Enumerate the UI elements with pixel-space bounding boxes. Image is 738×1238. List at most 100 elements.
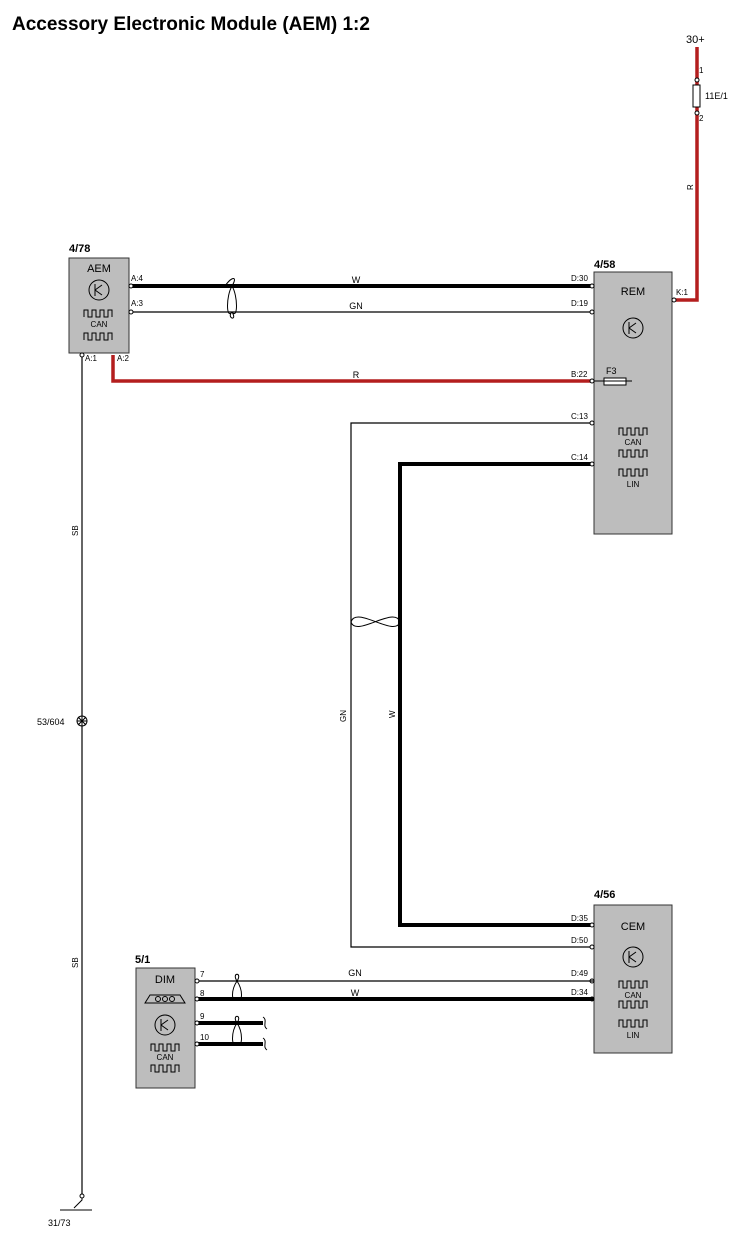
rem-lin-wave-icon xyxy=(618,468,648,477)
fuse-11e1-label: 11E/1 xyxy=(705,91,728,101)
cem-pin-d49: D:49 xyxy=(571,969,588,978)
dim-pin-8: 8 xyxy=(200,989,205,998)
cem-name: CEM xyxy=(621,921,645,933)
wire-break-icon xyxy=(262,1037,268,1051)
ground-label: 31/73 xyxy=(48,1218,71,1228)
pin-dot xyxy=(79,352,85,358)
rem-pin-b22: B:22 xyxy=(571,370,588,379)
rem-module-box xyxy=(593,271,673,535)
ground-wire-upper-label: SB xyxy=(71,525,80,536)
cem-ref: 4/56 xyxy=(594,889,615,901)
wire-rem-cem-w xyxy=(398,462,594,927)
pin-dot xyxy=(194,1041,200,1047)
fuse-pin1-label: 1 xyxy=(699,66,704,75)
aem-can-wave-icon xyxy=(83,309,113,318)
twisted-pair-dim-symbol xyxy=(232,973,242,1001)
cem-transistor-icon xyxy=(622,946,644,968)
fuse-pin1-dot xyxy=(694,77,700,83)
diagram-title: Accessory Electronic Module (AEM) 1:2 xyxy=(12,14,370,35)
aem-can-label: CAN xyxy=(91,320,108,329)
cem-pin-d35: D:35 xyxy=(571,914,588,923)
pin-dot xyxy=(589,922,595,928)
wire-vertical-gn-label: GN xyxy=(339,710,348,722)
pin-dot xyxy=(671,297,677,303)
aem-module-box xyxy=(68,257,130,354)
aem-pin-a2: A:2 xyxy=(117,354,130,363)
fuse-11e1-symbol xyxy=(692,84,701,108)
splice-label: 53/604 xyxy=(37,717,65,727)
rem-can-wave2-icon xyxy=(618,449,648,458)
ground-wire-lower-label: SB xyxy=(71,957,80,968)
wire-aem-rem-w-label: W xyxy=(352,275,361,285)
wire-rem-cem-gn xyxy=(350,422,594,948)
aem-transistor-icon xyxy=(88,279,110,301)
wire-break-icon xyxy=(262,1016,268,1030)
pin-dot xyxy=(589,378,595,384)
aem-pin-a3: A:3 xyxy=(131,299,144,308)
cem-pin-d50: D:50 xyxy=(571,936,588,945)
rem-can-label: CAN xyxy=(625,438,642,447)
cem-lin-wave-icon xyxy=(618,1019,648,1028)
cem-lin-label: LIN xyxy=(627,1031,640,1040)
dim-pin-9: 9 xyxy=(200,1012,205,1021)
rem-ref: 4/58 xyxy=(594,259,615,271)
wire-vertical-w-label: W xyxy=(388,710,397,718)
aem-pin-a1: A:1 xyxy=(85,354,98,363)
pin-dot xyxy=(589,283,595,289)
pin-dot xyxy=(194,996,200,1002)
fuse-pin2-label: 2 xyxy=(699,114,704,123)
pin-dot xyxy=(589,461,595,467)
dim-name: DIM xyxy=(155,974,175,986)
wire-aem-rem-r-label: R xyxy=(353,370,360,380)
pin-dot xyxy=(194,1020,200,1026)
rem-pin-c14: C:14 xyxy=(571,453,588,462)
cem-pin-d34: D:34 xyxy=(571,988,588,997)
rem-pin-d30: D:30 xyxy=(571,274,588,283)
dim-can-wave-icon xyxy=(150,1043,180,1052)
fuse-pin2-dot xyxy=(694,110,700,116)
twisted-pair-dim-stub-symbol xyxy=(232,1015,242,1046)
wire-dim-cem-gn-label: GN xyxy=(348,968,362,978)
rem-pin-d19: D:19 xyxy=(571,299,588,308)
rem-can-wave-icon xyxy=(618,427,648,436)
power-wire-color: R xyxy=(686,184,695,190)
power-30-label: 30+ xyxy=(686,34,705,46)
pin-dot xyxy=(79,1193,85,1199)
pin-dot xyxy=(589,944,595,950)
power-feed-wire xyxy=(676,47,699,302)
dim-pin-10: 10 xyxy=(200,1033,209,1042)
rem-transistor-icon xyxy=(622,317,644,339)
dim-can-wave2-icon xyxy=(150,1064,180,1073)
dim-transistor-icon xyxy=(154,1014,176,1036)
wire-aem-rem-r xyxy=(111,355,594,383)
rem-pin-k1: K:1 xyxy=(676,288,689,297)
aem-name: AEM xyxy=(87,263,111,275)
rem-fuse-f3-label: F3 xyxy=(606,366,617,376)
wire-dim-cem-w-label: W xyxy=(351,988,360,998)
cem-can-wave2-icon xyxy=(618,1000,648,1009)
aem-ref: 4/78 xyxy=(69,243,90,255)
rem-pin-c13: C:13 xyxy=(571,412,588,421)
cem-module-box xyxy=(593,904,673,1054)
aem-pin-a4: A:4 xyxy=(131,274,144,283)
twisted-pair-aem-symbol xyxy=(224,278,237,319)
dim-display-icon xyxy=(144,994,186,1004)
pin-dot xyxy=(194,978,200,984)
cem-can-wave-icon xyxy=(618,980,648,989)
dim-ref: 5/1 xyxy=(135,954,150,966)
rem-lin-label: LIN xyxy=(627,480,640,489)
dim-pin-7: 7 xyxy=(200,970,205,979)
pin-dot xyxy=(128,283,134,289)
dim-can-label: CAN xyxy=(157,1053,174,1062)
pin-dot xyxy=(589,420,595,426)
splice-icon xyxy=(76,715,88,727)
ground-icon xyxy=(60,1195,92,1211)
pin-dot xyxy=(589,309,595,315)
rem-name: REM xyxy=(621,286,645,298)
pin-dot xyxy=(128,309,134,315)
wire-aem-rem-gn-label: GN xyxy=(349,301,363,311)
aem-can-wave2-icon xyxy=(83,332,113,341)
twisted-pair-vertical-symbol xyxy=(350,616,401,628)
cem-can-label: CAN xyxy=(625,991,642,1000)
